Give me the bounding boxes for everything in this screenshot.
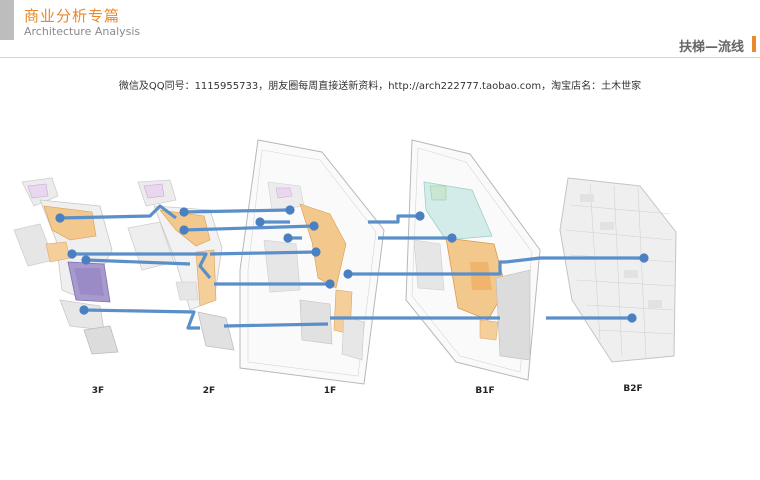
page-subtitle: Architecture Analysis bbox=[24, 25, 141, 38]
flow-line-2f-1f-3 bbox=[209, 250, 317, 256]
section-title: 扶梯—流线 bbox=[678, 40, 744, 55]
escalator-node bbox=[179, 225, 189, 235]
escalator-node bbox=[639, 253, 649, 263]
escalator-node bbox=[311, 247, 321, 257]
floor-plan-3f bbox=[13, 177, 119, 355]
escalator-node bbox=[447, 233, 457, 243]
page-title: 商业分析专篇 bbox=[24, 7, 121, 25]
floor-label-1f: 1F bbox=[323, 386, 337, 396]
escalator-node bbox=[79, 305, 89, 315]
floor-label-2f: 2F bbox=[202, 386, 216, 396]
floor-label-b1f: B1F bbox=[475, 386, 495, 396]
header-divider bbox=[0, 57, 760, 58]
escalator-node bbox=[81, 255, 91, 265]
floor-label-3f: 3F bbox=[91, 386, 105, 396]
flow-line-2f-1f-1 bbox=[183, 208, 291, 214]
flow-line-3f-2f-2 bbox=[72, 252, 212, 280]
escalator-node bbox=[179, 207, 189, 217]
escalator-node bbox=[67, 249, 77, 259]
flow-line-3f-2f-1 bbox=[59, 204, 177, 220]
escalator-node bbox=[325, 279, 335, 289]
flow-line-1f-b1f-3 bbox=[348, 260, 506, 276]
header-side-bar bbox=[0, 0, 14, 40]
escalator-nodes bbox=[55, 205, 649, 323]
floor-plan-2f bbox=[127, 179, 235, 351]
escalator-node bbox=[283, 233, 293, 243]
escalator-node bbox=[343, 269, 353, 279]
section-accent-bar bbox=[752, 36, 756, 52]
escalator-node bbox=[55, 213, 65, 223]
escalator-node bbox=[285, 205, 295, 215]
watermark-text: 微信及QQ同号：1115955733，朋友圈每周直接送新资料，http://ar… bbox=[118, 81, 642, 92]
flow-line-2f-1f-5 bbox=[223, 322, 329, 328]
flow-line-b1f-b2f-1 bbox=[505, 256, 644, 264]
escalator-node bbox=[627, 313, 637, 323]
flow-line-3f-2f-3 bbox=[85, 258, 191, 266]
floor-plan-b2f bbox=[559, 177, 677, 363]
floor-plan-1f bbox=[239, 139, 385, 385]
floor-label-b2f: B2F bbox=[623, 384, 643, 394]
floor-plan-b1f bbox=[405, 139, 541, 381]
escalator-flow-lines bbox=[59, 204, 644, 330]
flow-line-1f-b1f-1 bbox=[368, 214, 420, 224]
flow-line-2f-1f-2 bbox=[183, 224, 315, 232]
escalator-node bbox=[255, 217, 265, 227]
flow-line-3f-2f-4 bbox=[83, 308, 200, 330]
escalator-node bbox=[309, 221, 319, 231]
escalator-node bbox=[415, 211, 425, 221]
